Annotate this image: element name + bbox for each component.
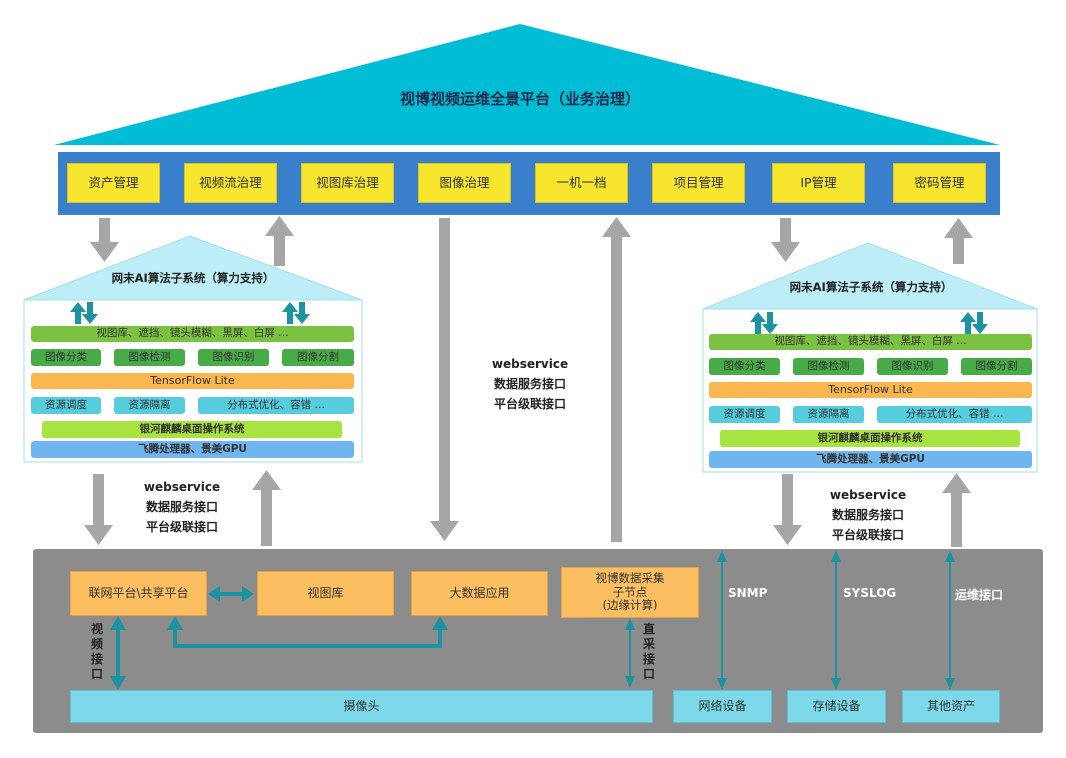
right-if-cascade: 平台级联接口 xyxy=(831,528,904,542)
other-assets-box[interactable]: 其他资产 xyxy=(902,690,1000,723)
direct-interface-label: 直采接口 xyxy=(642,622,655,681)
left-image-recognize: 图像识别 xyxy=(198,349,269,366)
right-if-webservice: webservice xyxy=(829,488,907,502)
platform-title: 视博视频运维全景平台（业务治理） xyxy=(399,90,640,108)
module-video-stream-governance[interactable]: 视频流治理 xyxy=(184,163,277,203)
right-interface-label: webservice 数据服务接口 平台级联接口 xyxy=(808,485,928,545)
left-image-segment: 图像分割 xyxy=(282,349,354,366)
left-if-cascade: 平台级联接口 xyxy=(145,520,218,534)
view-lib-box[interactable]: 视图库 xyxy=(257,571,394,616)
right-image-classify: 图像分类 xyxy=(709,358,780,375)
left-if-webservice: webservice xyxy=(143,480,221,494)
left-image-classify: 图像分类 xyxy=(31,349,101,366)
module-image-governance[interactable]: 图像治理 xyxy=(418,163,511,203)
right-subsystem-roof xyxy=(702,242,1038,310)
video-interface-label: 视频接口 xyxy=(90,622,103,681)
right-phytium-gpu: 飞腾处理器、景美GPU xyxy=(709,451,1032,468)
left-detect-types-bar: 视图库、遮挡、镜头模糊、黑屏、白屏 … xyxy=(31,326,354,342)
module-password-management[interactable]: 密码管理 xyxy=(893,163,986,203)
left-image-detect: 图像检测 xyxy=(114,349,185,366)
collect-node-line1: 视博数据采集 xyxy=(595,570,665,585)
right-detect-types-bar: 视图库、遮挡、镜头模糊、黑屏、白屏 … xyxy=(709,334,1032,350)
center-if-cascade: 平台级联接口 xyxy=(493,397,566,411)
left-interface-label: webservice 数据服务接口 平台级联接口 xyxy=(122,477,242,537)
center-if-data-service: 数据服务接口 xyxy=(493,377,566,391)
snmp-label: SNMP xyxy=(728,586,768,600)
network-device-box[interactable]: 网络设备 xyxy=(673,690,772,723)
big-data-box[interactable]: 大数据应用 xyxy=(411,571,548,616)
collect-node-line3: (边缘计算) xyxy=(602,598,658,613)
module-view-lib-governance[interactable]: 视图库治理 xyxy=(301,163,394,203)
collect-node-line2: 子节点 xyxy=(612,584,648,599)
right-image-recognize: 图像识别 xyxy=(877,358,948,375)
subsystem-teal-arrows xyxy=(70,302,988,334)
right-tensorflow-lite: TensorFlow Lite xyxy=(709,382,1032,398)
bottom-teal-arrows xyxy=(110,550,955,690)
left-resource-isolate: 资源隔离 xyxy=(114,397,185,414)
center-interface-label: webservice 数据服务接口 平台级联接口 xyxy=(470,354,590,414)
right-resource-schedule: 资源调度 xyxy=(709,406,780,423)
module-one-device-one-file[interactable]: 一机一档 xyxy=(535,163,628,203)
right-distributed-opt: 分布式优化、容错 … xyxy=(877,406,1032,423)
left-resource-schedule: 资源调度 xyxy=(31,397,101,414)
left-subsystem-roof xyxy=(23,235,363,301)
right-image-segment: 图像分割 xyxy=(961,358,1032,375)
camera-box[interactable]: 摄像头 xyxy=(70,690,653,723)
module-asset-management[interactable]: 资产管理 xyxy=(67,163,160,203)
right-subsystem-title: 网未AI算法子系统（算力支持） xyxy=(789,280,953,294)
left-if-data-service: 数据服务接口 xyxy=(145,500,218,514)
left-distributed-opt: 分布式优化、容错 … xyxy=(198,397,354,414)
module-ip-management[interactable]: IP管理 xyxy=(772,163,865,203)
platform-roof xyxy=(54,24,1000,145)
right-image-detect: 图像检测 xyxy=(793,358,864,375)
gray-arrows xyxy=(84,216,973,547)
storage-device-box[interactable]: 存储设备 xyxy=(787,690,886,723)
collect-node-box[interactable]: 视博数据采集 子节点 (边缘计算) xyxy=(561,567,699,618)
left-kylin-os: 银河麒麟桌面操作系统 xyxy=(42,421,342,438)
right-kylin-os: 银河麒麟桌面操作系统 xyxy=(720,430,1020,447)
left-subsystem-title: 网未AI算法子系统（算力支持） xyxy=(111,271,275,285)
ops-interface-label: 运维接口 xyxy=(955,588,1004,602)
module-project-management[interactable]: 项目管理 xyxy=(652,163,745,203)
left-phytium-gpu: 飞腾处理器、景美GPU xyxy=(31,441,354,458)
right-resource-isolate: 资源隔离 xyxy=(793,406,864,423)
syslog-label: SYSLOG xyxy=(843,586,897,600)
right-if-data-service: 数据服务接口 xyxy=(831,508,904,522)
share-platform-box[interactable]: 联网平台\共享平台 xyxy=(70,571,207,616)
left-tensorflow-lite: TensorFlow Lite xyxy=(31,373,354,389)
center-if-webservice: webservice xyxy=(491,357,569,371)
